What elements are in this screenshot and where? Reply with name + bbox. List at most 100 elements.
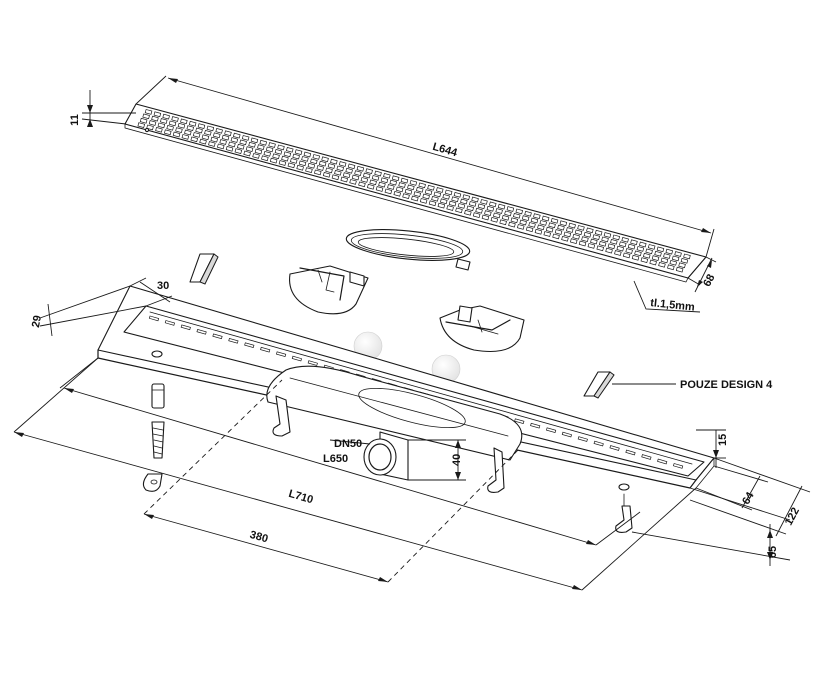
grate-slot [512,212,521,219]
grate-slot [321,156,329,163]
grate-slot [393,190,402,197]
grate-slot [166,124,174,131]
rim-slot [546,427,557,434]
grate-slot [638,241,647,248]
grate-slot [642,252,651,259]
dim-grate-height: 11 [69,114,81,126]
grate-slot [645,248,653,255]
grate-slot [391,175,400,182]
grate-slot [292,153,300,160]
grate-slot [475,207,483,214]
grate-slot [327,163,336,169]
grate-slot [366,183,375,190]
grate-slot [171,116,179,122]
dim-outlet-height: 40 [451,454,463,466]
grate-slot [234,148,243,154]
grate-slot [640,257,649,263]
grate-slot [318,160,327,167]
grate-slot [248,141,256,148]
grate-slot [334,169,342,176]
grate-slot [678,262,686,269]
grate-slot [462,194,471,200]
grate-slot [605,247,613,254]
grate-slot [162,113,170,120]
grate-slot [274,148,283,155]
rim-slot [244,342,255,349]
grate-slot [219,139,227,145]
rim-slot [307,360,318,366]
grate-slot [472,212,481,218]
grate-slot [598,240,607,247]
grate-slot [484,210,492,216]
grate-slot [537,224,545,231]
grate-slot [148,120,157,126]
grate-slot [622,252,631,259]
dim-total-width: 122 [783,506,802,528]
grate-slot [310,158,318,165]
grate-slot [581,236,589,242]
grate-slot [163,129,172,136]
grate-slot [250,137,259,144]
grate-slot [378,181,386,188]
grate-slot [184,129,192,136]
grate-slot [568,222,576,229]
grate-slot [419,198,428,204]
grate-slot [201,134,210,141]
grate-slot [627,243,636,250]
rim-slot [260,346,271,353]
grate-slot [614,250,622,256]
grate-slot [252,153,260,159]
grate-slot [228,141,236,148]
grate-slot [448,200,457,207]
rim-slot [530,422,541,429]
grate-slot [342,172,351,178]
grate-slot [254,148,263,155]
grate-slot [435,187,444,193]
grate-slot [374,170,382,177]
dim-frame-offset-left: 29 [30,314,44,328]
dim-rim-height: 15 [717,434,729,446]
grate-slot [683,253,691,260]
grate-slot [621,236,629,243]
dim-outlet-position: 380 [248,529,269,546]
grate-slot [257,144,265,150]
half-shell-left [289,265,369,315]
grate-slot [413,191,422,197]
grate-slot [590,238,598,245]
grate-slot [501,214,510,221]
grate-slot [294,149,303,155]
grate-slot [592,234,601,240]
legs-design-label: POUZE DESIGN 4 [680,379,773,391]
grate-slot [371,175,380,181]
grate [124,103,707,283]
grate-slot [157,122,166,129]
grate-slot [669,259,678,266]
grate-slot [269,157,278,164]
grate-slot [524,210,532,217]
grate-slot [281,155,289,162]
grate-slot [466,205,475,212]
grate-slot [651,255,660,261]
grate-slot [495,208,503,214]
grate-slot [225,145,234,152]
grate-slot [375,186,384,192]
grate-slot [349,179,357,185]
grate-slot [383,172,391,179]
channel-length-label: L650 [323,453,348,465]
grate-slot [451,196,459,203]
grate-slot [574,229,583,236]
grate-slot [528,222,536,228]
grate-slot [236,143,245,150]
channel-dimensions [13,277,811,591]
grate-slot [153,111,162,118]
grate-slot [210,136,219,143]
grate-slot [411,195,419,202]
grate-slot [594,229,603,236]
rim-slot [625,449,636,456]
grate-slot [552,233,560,240]
half-shell-right [439,305,525,353]
grate-slot [497,203,506,210]
grate-slot [181,134,190,140]
grate-slot [155,126,163,133]
